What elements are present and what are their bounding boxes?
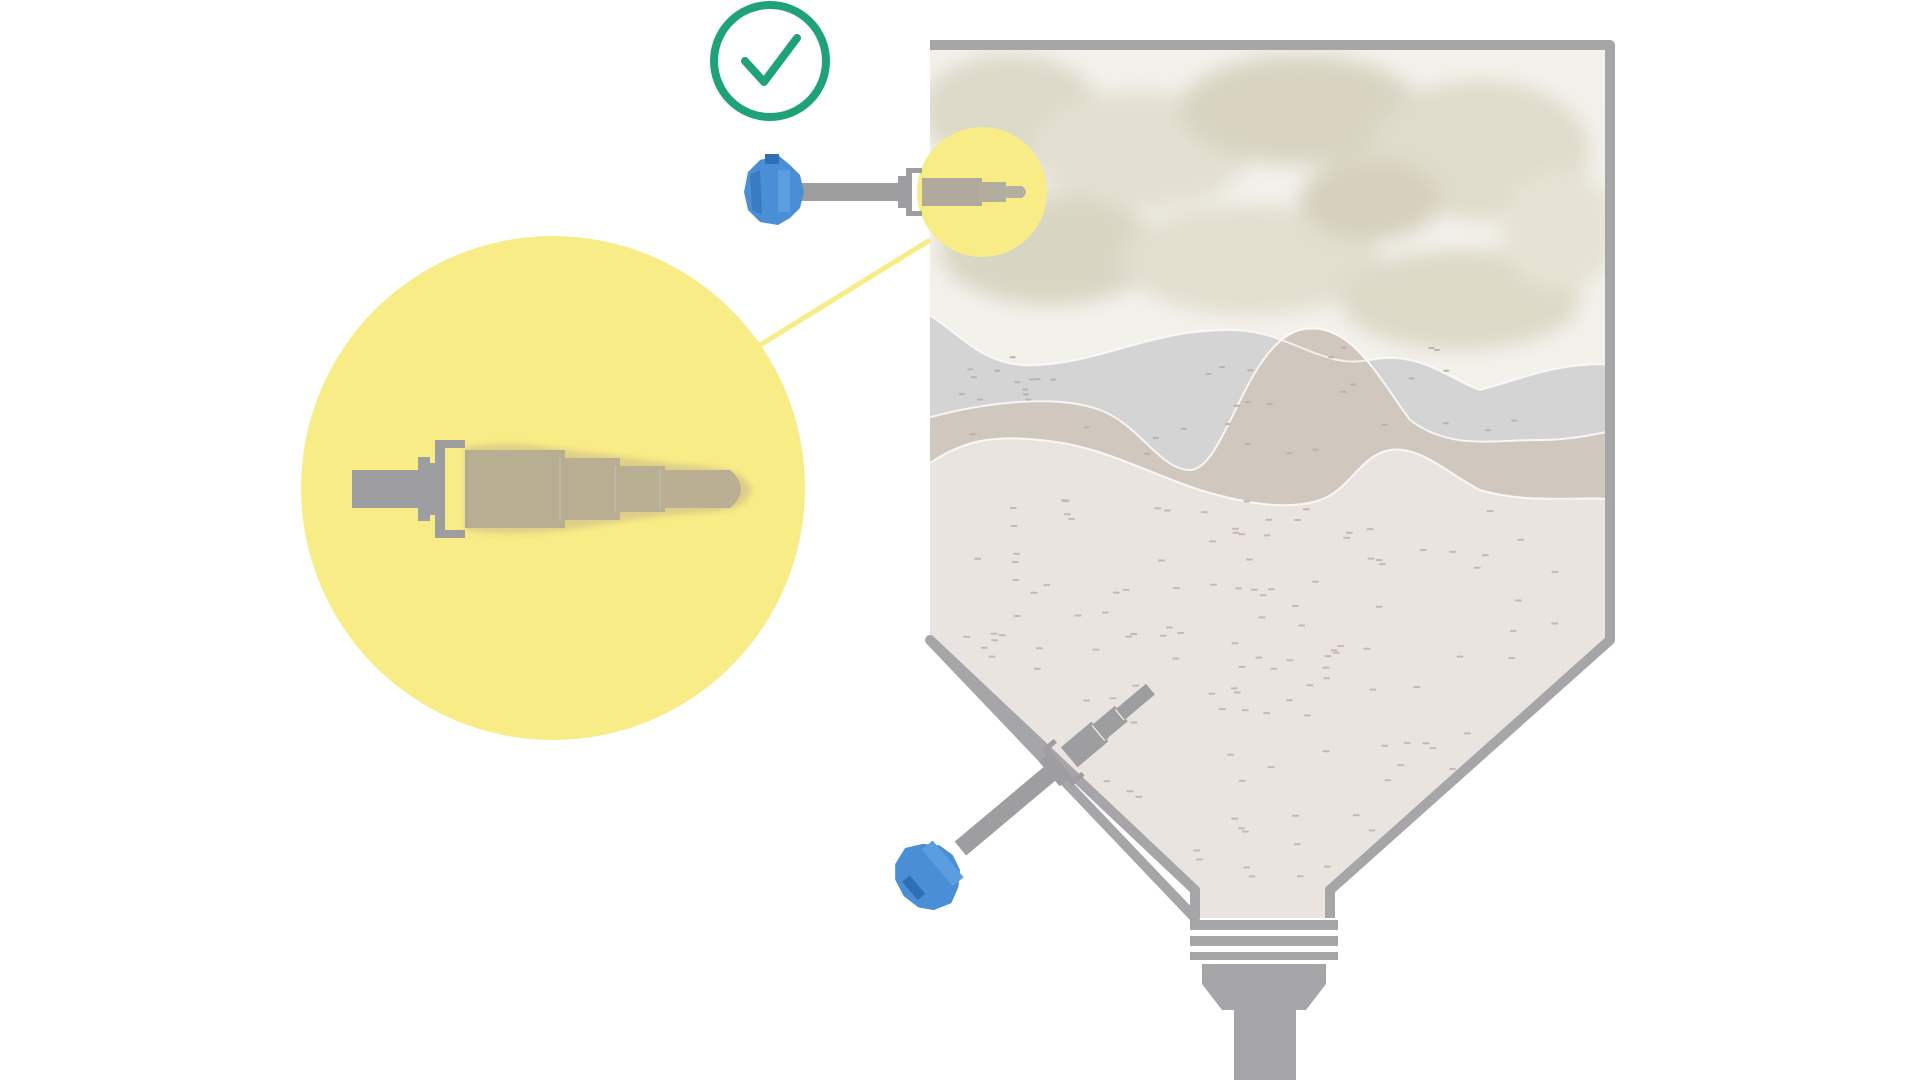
silo-outlet xyxy=(1190,920,1338,1080)
material-speckles xyxy=(959,346,1559,878)
lower-level-sensor xyxy=(895,683,1155,911)
upper-level-sensor xyxy=(744,154,1026,225)
lower-sensor-housing xyxy=(895,840,964,911)
upper-sensor-housing xyxy=(744,154,804,225)
zoom-connector-line xyxy=(758,237,932,348)
magnified-view xyxy=(301,236,805,740)
check-circle-icon xyxy=(710,1,830,121)
material-layer-light xyxy=(930,438,1610,918)
dust-coating xyxy=(465,443,752,534)
